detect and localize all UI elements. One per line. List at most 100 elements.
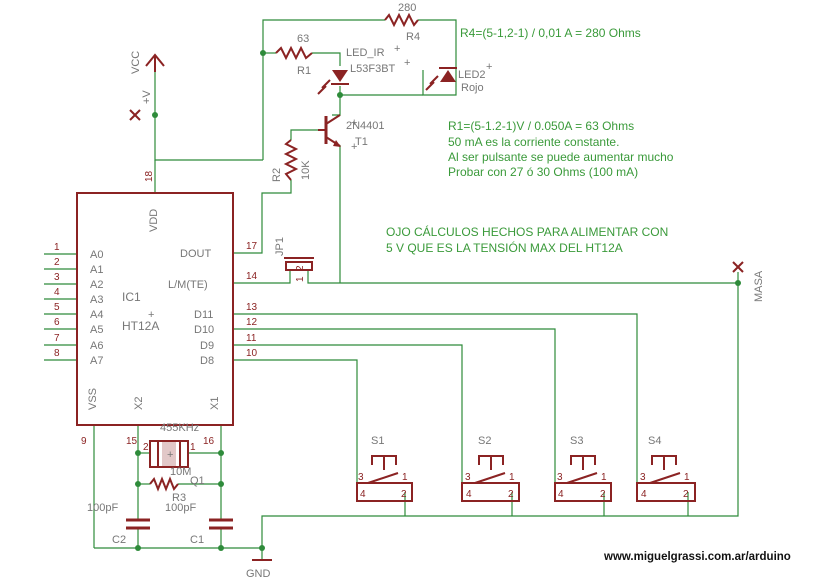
switch-pin: 2 (600, 489, 606, 500)
website-url: www.miguelgrassi.com.ar/arduino (603, 551, 791, 563)
pin-name: A1 (90, 264, 103, 276)
pin-number: 10 (246, 348, 258, 359)
pin-number: 6 (54, 317, 60, 328)
ic-left-pins: 1 A0 2 A1 3 A2 4 A3 5 A4 6 A5 7 A6 8 A7 (54, 242, 103, 367)
pin-name: L/M(TE) (168, 279, 208, 291)
jumper-jp1: JP1 1 2 (274, 237, 314, 282)
pin-number: 1 (54, 242, 60, 253)
notes: R4=(5-1,2-1) / 0,01 A = 280 Ohms R1=(5-1… (386, 26, 674, 255)
gnd-symbol: GND (246, 559, 272, 580)
r4-name: R4 (406, 31, 420, 43)
switch-pin: 2 (401, 489, 407, 500)
plus-v-label: +V (141, 90, 153, 104)
switch-pin: 4 (360, 489, 366, 500)
crystal-pin-1: 1 (190, 442, 196, 453)
r3-value: 10M (170, 466, 191, 478)
switch-name: S4 (648, 435, 661, 447)
switch-pin: 3 (640, 472, 646, 483)
pin-name: A3 (90, 294, 103, 306)
led-ir: LED_IR L53F3BT + + (317, 43, 410, 95)
jp-pin-2: 2 (295, 265, 306, 271)
r4-value: 280 (398, 2, 416, 14)
pin-name: A2 (90, 279, 103, 291)
switch-pin: 3 (557, 472, 563, 483)
r2-value: 10K (300, 160, 312, 180)
pin-15: 15 (126, 436, 138, 447)
jp-pin-1: 1 (295, 276, 306, 282)
resistor-r2: R2 10K (271, 139, 312, 182)
svg-text:+: + (486, 61, 492, 73)
note-warning-line: OJO CÁLCULOS HECHOS PARA ALIMENTAR CON (386, 224, 668, 239)
switch-pin: 4 (466, 489, 472, 500)
c2-name: C2 (112, 534, 126, 546)
led-ir-name: LED_IR (346, 47, 385, 59)
pin-name: D9 (200, 340, 214, 352)
note-r1-line: 50 mA es la corriente constante. (448, 135, 619, 149)
ic-name: IC1 (122, 290, 141, 304)
resistor-r4: 280 R4 (384, 2, 420, 43)
pin-number: 13 (246, 302, 258, 313)
note-warning-line: 5 V QUE ES LA TENSIÓN MAX DEL HT12A (386, 240, 623, 255)
pin-number: 3 (54, 272, 60, 283)
led-ir-part: L53F3BT (350, 63, 396, 75)
note-r1-line: R1=(5-1.2-1)V / 0.050A = 63 Ohms (448, 119, 634, 133)
junction-dots (135, 50, 741, 551)
switch-pin: 3 (358, 472, 364, 483)
switch-pin: 4 (641, 489, 647, 500)
pin-9: 9 (81, 436, 87, 447)
switch-pin: 1 (684, 472, 690, 483)
switch-s4: S4 3 1 4 2 (636, 435, 696, 502)
pin-number: 11 (246, 333, 257, 344)
pin-name: A4 (90, 309, 103, 321)
svg-text:+: + (351, 141, 357, 153)
switch-name: S2 (478, 435, 491, 447)
svg-text:+: + (167, 449, 173, 461)
ic-right-pins: 17 DOUT 14 L/M(TE) 13 D11 12 D10 11 D9 1… (168, 241, 258, 367)
pin-number: 17 (246, 241, 258, 252)
resistor-r1: 63 R1 (275, 33, 313, 77)
pin-name: A6 (90, 340, 103, 352)
led2-name: LED2 (458, 69, 486, 81)
q-name: T1 (355, 136, 368, 148)
masa-marker: MASA (732, 261, 765, 302)
switch-name: S1 (371, 435, 384, 447)
q-part: 2N4401 (346, 120, 385, 132)
x1-label: X1 (209, 397, 221, 410)
switch-pin: 4 (558, 489, 564, 500)
led-2: LED2 Rojo + (425, 61, 492, 94)
masa-label: MASA (753, 270, 765, 302)
resistor-r3: 10M R3 (149, 466, 191, 504)
svg-text:+: + (351, 117, 357, 129)
note-r1-line: Probar con 27 ó 30 Ohms (100 mA) (448, 165, 638, 179)
crystal-pin-2: 2 (143, 442, 149, 453)
capacitor-c2: 100pF C2 (87, 502, 150, 546)
svg-text:+: + (148, 309, 154, 321)
pin-name: D10 (194, 324, 214, 336)
pin-name: D8 (200, 355, 214, 367)
crystal-q1: + 455KHz Q1 2 1 (143, 422, 205, 487)
note-r1-line: Al ser pulsante se puede aumentar mucho (448, 150, 674, 164)
pin-18: 18 (144, 170, 155, 182)
pin-name: A5 (90, 324, 103, 336)
vcc-label: VCC (130, 51, 142, 74)
ic-part: HT12A (122, 319, 159, 333)
switch-pin: 1 (402, 472, 408, 483)
transistor-t1: 2N4401 T1 + + (318, 114, 385, 153)
switch-s3: S3 3 1 4 2 (554, 435, 612, 502)
pin-name: A0 (90, 249, 103, 261)
vss-label: VSS (87, 388, 99, 410)
gnd-label: GND (246, 568, 271, 580)
crystal-value: 455KHz (160, 422, 199, 434)
c1-value: 100pF (165, 502, 196, 514)
r3-name: R3 (172, 492, 186, 504)
plus-v-marker: +V (129, 90, 153, 121)
switch-pin: 2 (683, 489, 689, 500)
pin-name: A7 (90, 355, 103, 367)
ic-ht12a: IC1 HT12A + VDD VSS X2 X1 18 9 15 16 (76, 170, 234, 447)
note-r4-calc: R4=(5-1,2-1) / 0,01 A = 280 Ohms (460, 26, 641, 40)
pin-number: 7 (54, 333, 60, 344)
wire-net (44, 19, 739, 560)
switch-name: S3 (570, 435, 583, 447)
switch-s1: S1 3 1 4 2 (356, 435, 413, 502)
